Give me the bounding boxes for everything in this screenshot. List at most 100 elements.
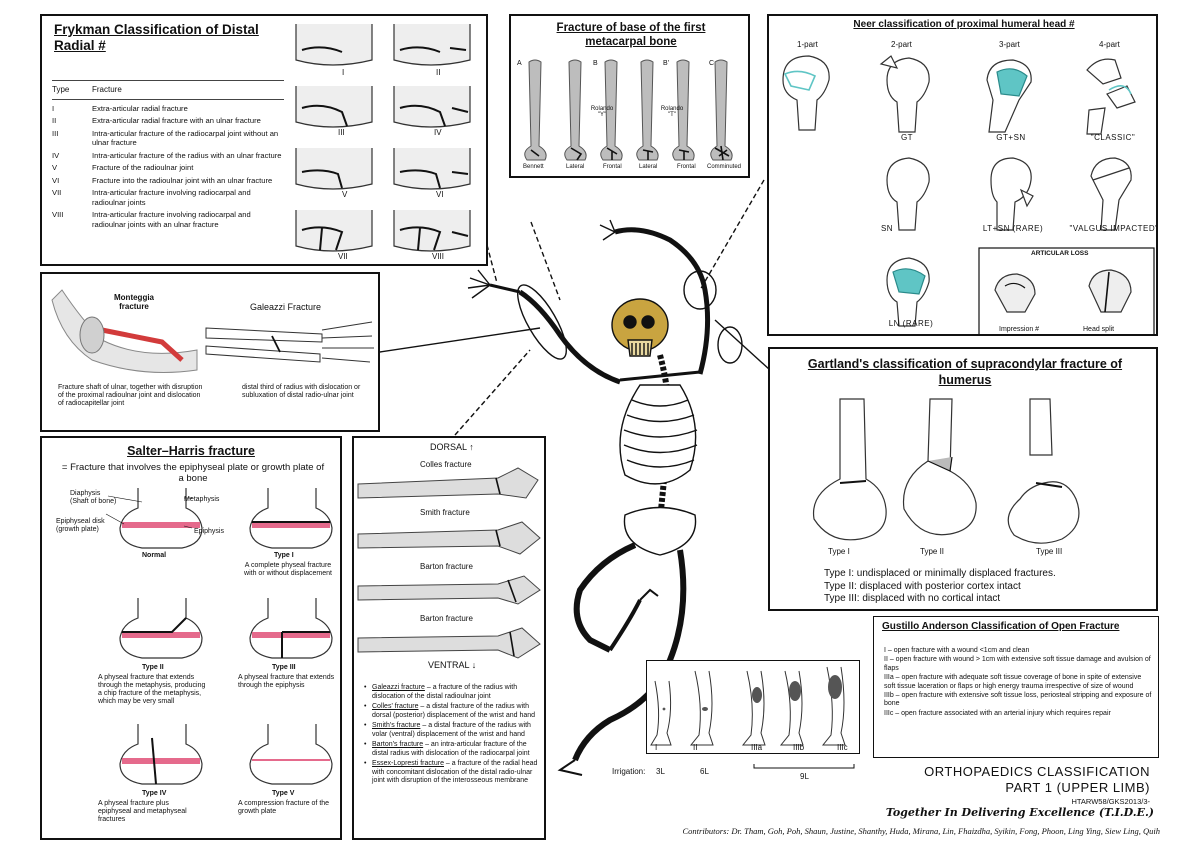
galeazzi-illustration <box>205 321 374 363</box>
neer-label-gt-sn: GT+SN <box>996 133 1026 142</box>
frykman-img-label-3: III <box>338 128 345 137</box>
frykman-title: Frykman Classification of Distal Radial … <box>54 22 259 54</box>
salter-type2-desc: A physeal fracture that extends through … <box>98 674 206 706</box>
salter-type4-name: Type IV <box>142 790 167 797</box>
wrist-dorsal: DORSAL ↑ <box>430 442 474 452</box>
metacarpal-label-lateral-1: Lateral <box>566 164 585 170</box>
salter-label-diaphysis: Diaphysis (Shaft of bone) <box>70 490 117 506</box>
irrigation-6l: 6L <box>700 767 709 776</box>
frykman-panel: Frykman Classification of Distal Radial … <box>40 14 488 266</box>
frykman-img-label-5: V <box>342 190 348 199</box>
salter-type3-name: Type III <box>272 664 296 671</box>
metacarpal-rolando-t: Rolando "T" <box>660 106 684 118</box>
wrist-label-smith: Smith fracture <box>420 508 470 517</box>
wrist-illustrations <box>357 467 541 659</box>
wrist-label-colles: Colles fracture <box>420 460 472 469</box>
metacarpal-letter-a: A <box>517 60 522 67</box>
open-fracture-legs-panel: I II IIIa IIIb IIIc <box>646 660 860 754</box>
salter-type4-desc: A physeal fracture plus epiphyseal and m… <box>98 800 187 824</box>
list-item: IIIa – open fracture with adequate soft … <box>884 674 1142 690</box>
metacarpal-illustrations <box>524 59 733 161</box>
monteggia-illustration <box>51 289 198 373</box>
salter-type1-name: Type I <box>274 552 294 559</box>
metacarpal-label-frontal-2: Frontal <box>677 164 696 170</box>
neer-label-classic: "CLASSIC" <box>1090 133 1136 142</box>
gustillo-list: I – open fracture with a wound <1cm and … <box>884 647 1154 719</box>
salter-illustrations <box>105 488 333 785</box>
frykman-img-label-6: VI <box>436 190 444 199</box>
salter-title: Salter–Harris fracture <box>127 444 255 458</box>
neer-panel: Neer classification of proximal humeral … <box>767 14 1158 336</box>
wrist-fracture-list: Galeazzi fracture – a fracture of the ra… <box>364 684 542 788</box>
metacarpal-letter-b: B <box>593 60 598 67</box>
list-item: Smith's fracture – a distal fracture of … <box>364 722 542 739</box>
gartland-line-1: Type I: undisplaced or minimally displac… <box>824 568 1056 579</box>
list-item: II – open fracture with wound > 1cm with… <box>884 656 1151 672</box>
gustillo-panel: Gustillo Anderson Classification of Open… <box>873 616 1159 758</box>
gartland-line-3: Type III: displaced with no cortical int… <box>824 593 1001 604</box>
salter-label-disk: Epiphyseal disk (growth plate) <box>56 518 105 534</box>
footer-tagline: Together In Delivering Excellence (T.I.D… <box>885 806 1154 819</box>
footer-title-2: PART 1 (UPPER LIMB) <box>1005 780 1150 795</box>
salter-type5-desc: A compression fracture of the growth pla… <box>238 800 330 816</box>
list-item: IIIb – open fracture with extensive soft… <box>884 691 1152 708</box>
salter-label-normal: Normal <box>142 552 167 559</box>
frykman-img-label-1: I <box>342 68 345 77</box>
legs-label-2: II <box>693 743 698 752</box>
salter-subtitle: = Fracture that involves the epiphyseal … <box>61 462 325 485</box>
neer-label-lt-sn: LT+SN (RARE) <box>982 224 1044 233</box>
neer-label-ln: LN (RARE) <box>888 319 934 328</box>
galeazzi-desc: distal third of radius with dislocation … <box>242 384 361 400</box>
galeazzi-label: Galeazzi Fracture <box>250 302 322 312</box>
gartland-line-2: Type II: displaced with posterior cortex… <box>824 580 1021 592</box>
list-item: I – open fracture with a wound <1cm and … <box>884 647 1030 654</box>
list-item: Barton's fracture – an intra-articular f… <box>364 741 542 758</box>
gartland-panel: Gartland's classification of supracondyl… <box>768 347 1158 611</box>
salter-label-metaphysis: Metaphysis <box>184 496 220 503</box>
metacarpal-label-bennett: Bennett <box>523 164 544 170</box>
metacarpal-rolando-y: Rolando "Y" <box>590 106 614 118</box>
neer-part-3: 3-part <box>999 40 1020 49</box>
metacarpal-label-frontal-1: Frontal <box>603 164 622 170</box>
gartland-img-label-3: Type III <box>1036 547 1063 556</box>
gartland-img-label-1: Type I <box>828 547 850 556</box>
frykman-img-label-2: II <box>436 68 441 77</box>
legs-label-3c: IIIc <box>837 743 848 752</box>
frykman-img-label-8: VIII <box>432 252 445 261</box>
wrist-fractures-panel: DORSAL ↑ Colles fracture Smith fracture … <box>352 436 546 840</box>
monteggia-galeazzi-panel: Monteggia fracture Galeazzi Fracture Fra… <box>40 272 380 432</box>
salter-type2-name: Type II <box>142 664 164 671</box>
gartland-desc: Type I: undisplaced or minimally displac… <box>824 568 1056 606</box>
legs-illustration <box>650 666 846 746</box>
salter-harris-panel: Salter–Harris fracture = Fracture that i… <box>40 436 342 840</box>
legs-label-3a: IIIa <box>751 743 763 752</box>
frykman-header-type: Type <box>52 85 70 94</box>
neer-label-valgus: "VALGUS IMPACTED" <box>1069 224 1158 233</box>
irrigation-label: Irrigation: <box>612 767 646 776</box>
footer-code: HTARW58/GKS2013/3- <box>1071 797 1150 806</box>
metacarpal-label-comminuted: Comminuted <box>707 164 742 170</box>
frykman-illustrations <box>295 24 471 252</box>
frykman-table-header: Type Fracture <box>52 80 284 100</box>
wrist-ventral: VENTRAL ↓ <box>428 660 477 670</box>
salter-type1-desc: A complete physeal fracture with or with… <box>244 562 332 578</box>
footer-title-1: ORTHOPAEDICS CLASSIFICATION <box>924 764 1150 779</box>
frykman-img-label-4: IV <box>434 128 442 137</box>
metacarpal-title: Fracture of base of the first metacarpal… <box>556 22 706 48</box>
frykman-header-fracture: Fracture <box>92 85 122 94</box>
irrigation-9l: 9L <box>800 772 809 781</box>
salter-type5-name: Type V <box>272 790 295 797</box>
gartland-img-label-2: Type II <box>920 547 945 556</box>
neer-head-split: Head split <box>1083 326 1115 333</box>
monteggia-label: Monteggia fracture <box>114 293 154 311</box>
neer-articular-loss: ARTICULAR LOSS <box>1031 250 1089 257</box>
